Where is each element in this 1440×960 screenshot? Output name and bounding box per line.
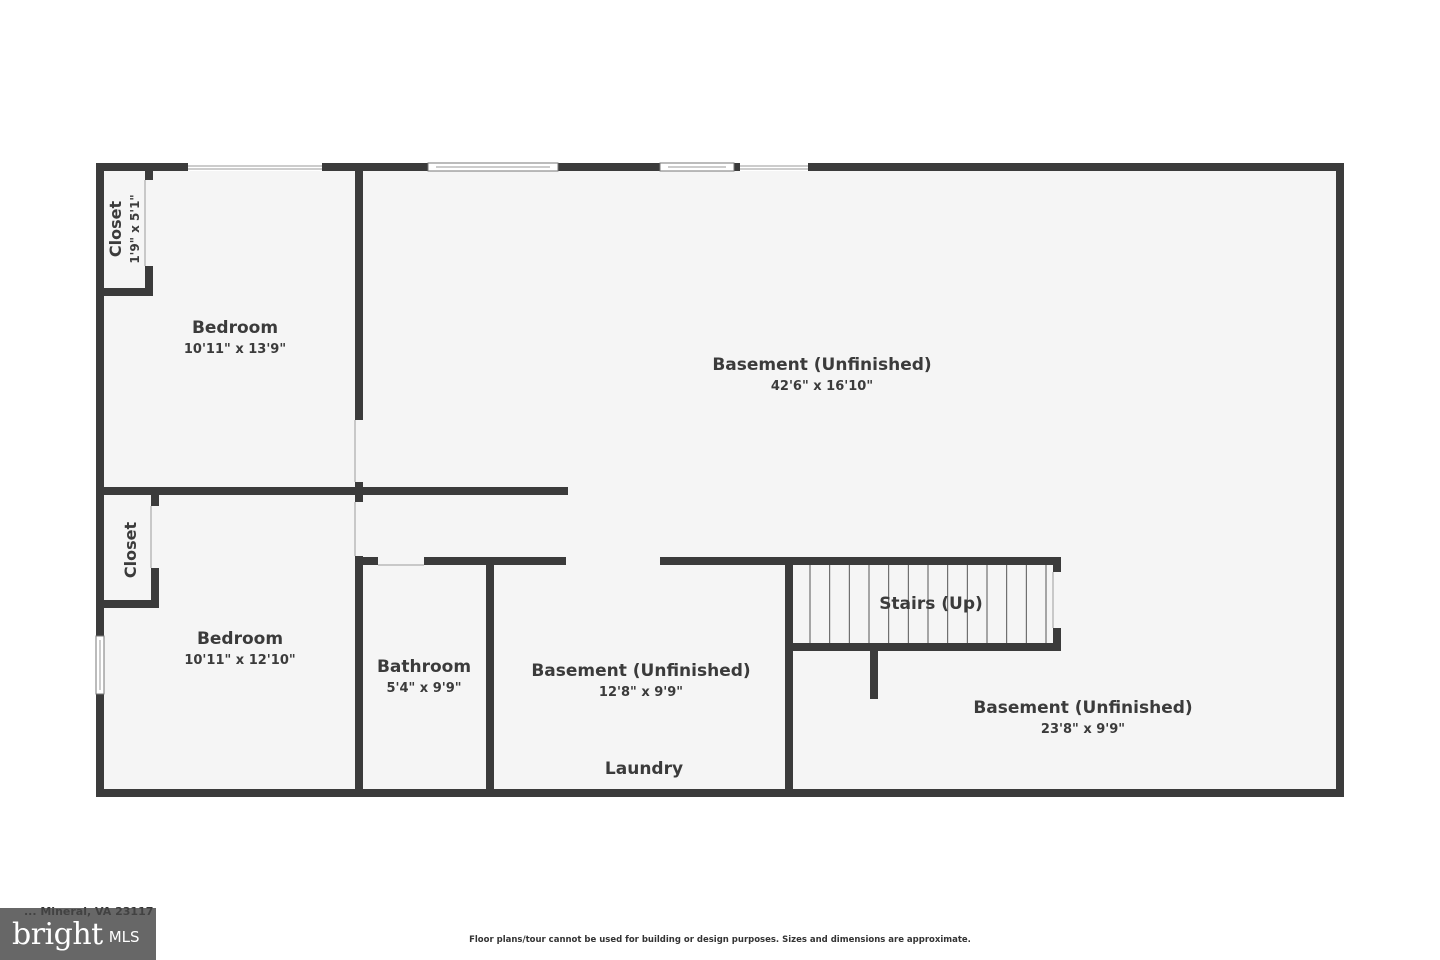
closet-1-door (145, 180, 153, 266)
room-dims-basement-laundry: 12'8" x 9'9" (599, 685, 683, 700)
room-name-stairs: Stairs (Up) (879, 594, 983, 614)
closet-1-dims: 1'9" x 5'1" (128, 194, 142, 263)
room-name-bedroom-1: Bedroom (192, 318, 278, 338)
room-dims-basement-right: 23'8" x 9'9" (1041, 722, 1125, 737)
closet-1-name: Closet (106, 201, 125, 258)
wall-bath-laundry-top (355, 557, 566, 565)
door-bedroom1 (355, 420, 363, 482)
room-dims-bedroom-1: 10'11" x 13'9" (184, 342, 286, 357)
room-name-basement-right: Basement (Unfinished) (973, 698, 1192, 718)
floor-area (100, 168, 1340, 792)
logo-word: bright (12, 916, 103, 952)
wall-bathroom-laundry (486, 565, 494, 795)
room-dims-bedroom-2: 10'11" x 12'10" (184, 653, 295, 668)
disclaimer-text: Floor plans/tour cannot be used for buil… (469, 935, 971, 945)
exterior-wall-bottom (96, 789, 1344, 797)
closet-1-wall-bottom (100, 288, 153, 296)
closet-2-wall-bottom (100, 600, 159, 608)
room-dims-bathroom: 5'4" x 9'9" (386, 681, 461, 696)
bright-mls-logo: bright MLS (0, 908, 156, 960)
wall-stairs-top (660, 557, 1061, 565)
wall-stairs-bottom (793, 643, 1061, 651)
wall-laundry-basement (785, 565, 793, 795)
wall-bedroom1-basement (355, 168, 363, 498)
window-top-3 (659, 162, 735, 172)
window-top-2 (427, 162, 559, 172)
door-bathroom (378, 557, 424, 565)
door-bedroom2 (355, 502, 363, 556)
room-name-basement-main: Basement (Unfinished) (712, 355, 931, 375)
room-dims-basement-main: 42'6" x 16'10" (771, 379, 873, 394)
closet-2-door (151, 506, 159, 568)
window-top-4 (740, 163, 808, 171)
room-name-bedroom-2: Bedroom (197, 629, 283, 649)
wall-between-bedrooms (100, 487, 568, 495)
exterior-wall-left (96, 163, 104, 797)
wall-stub-basement (870, 651, 878, 699)
window-top-1 (188, 163, 322, 171)
wall-bedroom2-bathroom (355, 495, 363, 795)
stair-treads (809, 565, 1047, 643)
window-left (95, 635, 105, 695)
stairs-opening (1053, 572, 1061, 628)
room-name-bathroom: Bathroom (377, 657, 471, 677)
room-name-basement-laundry: Basement (Unfinished) (531, 661, 750, 681)
exterior-wall-right (1336, 163, 1344, 797)
logo-mls: MLS (108, 928, 140, 946)
closet-2-name: Closet (121, 522, 140, 579)
laundry-label: Laundry (605, 759, 683, 779)
